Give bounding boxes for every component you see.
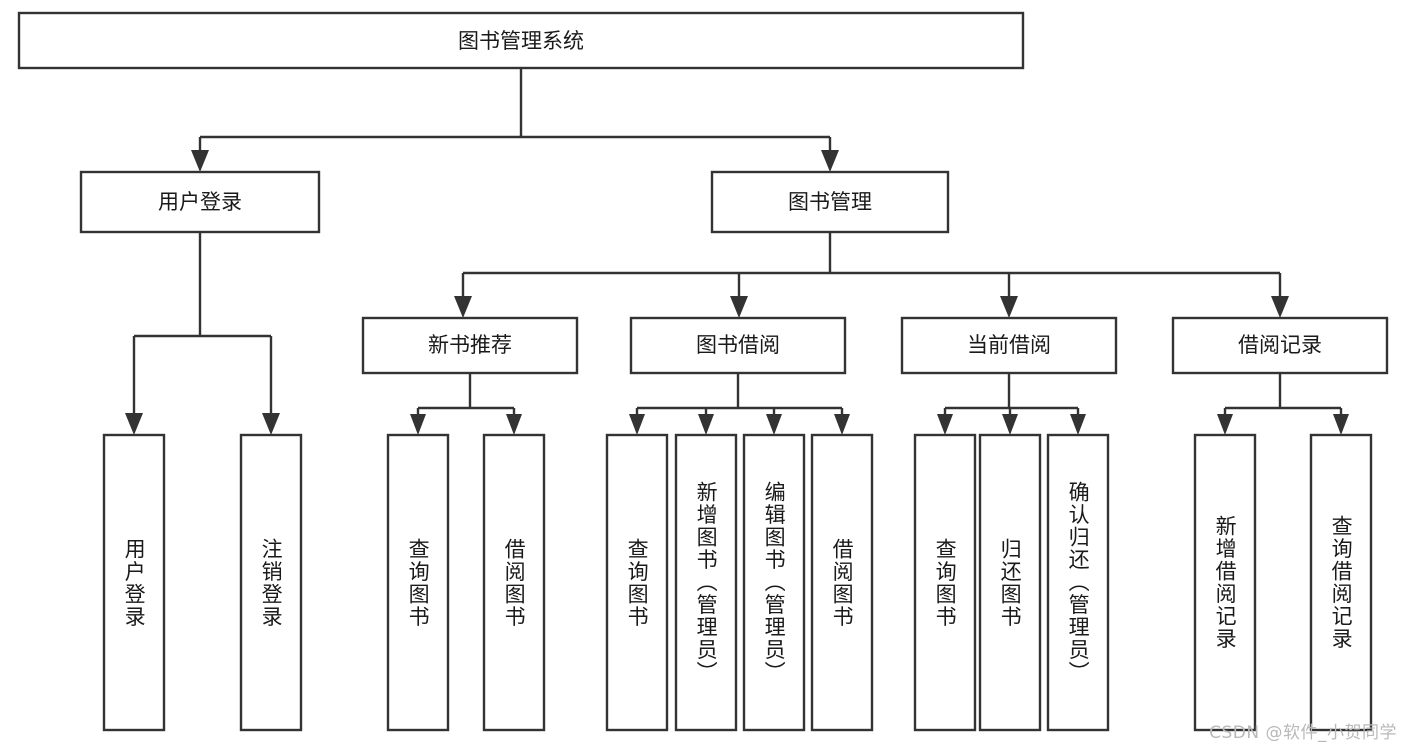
- node-layer: 图书管理系统 用户登录 图书管理 新书推荐 图书借阅 当前借阅 借阅记录: [17, 11, 1389, 732]
- connector-layer: [125, 68, 1349, 435]
- arrow-head-new-book-rec: [454, 296, 472, 318]
- arrow-head-cb-return: [1002, 414, 1018, 435]
- arrow-head-bb-edit: [766, 414, 782, 435]
- csdn-watermark: CSDN @软件_小贺同学: [1209, 723, 1397, 743]
- node-book-borrow-label: 图书借阅: [696, 333, 780, 357]
- arrow-head-user-login: [191, 150, 209, 172]
- leaf-cb-return-box[interactable]: [978, 433, 1042, 732]
- arrow-head-br-query: [1333, 414, 1349, 435]
- leaf-logout-box[interactable]: [239, 433, 303, 732]
- arrow-head-book-borrow: [730, 296, 748, 318]
- arrow-head-br-add: [1217, 414, 1233, 435]
- arrow-head-bb-query: [629, 414, 645, 435]
- leaf-br-add-box[interactable]: [1193, 433, 1257, 732]
- leaf-bb-edit-box[interactable]: [742, 433, 806, 732]
- node-root-label: 图书管理系统: [458, 29, 584, 53]
- node-borrow-record-label: 借阅记录: [1238, 333, 1322, 357]
- node-user-login-box[interactable]: [79, 170, 321, 234]
- leaf-rec-query-box[interactable]: [386, 433, 450, 732]
- node-new-book-rec-label: 新书推荐: [428, 333, 512, 357]
- leaf-bb-query-box[interactable]: [605, 433, 669, 732]
- arrow-head-current-borrow: [1000, 296, 1018, 318]
- leaf-bb-add-box[interactable]: [674, 433, 738, 732]
- leaf-user-login-box[interactable]: [102, 433, 166, 732]
- arrow-head-cb-confirm: [1070, 414, 1086, 435]
- arrow-head-bb-add: [698, 414, 714, 435]
- arrow-head-borrow-record: [1271, 296, 1289, 318]
- leaf-cb-query-box[interactable]: [913, 433, 977, 732]
- arrow-head-bb-borrow: [834, 414, 850, 435]
- arrow-head-leaf-logout: [262, 413, 280, 435]
- node-current-borrow-label: 当前借阅: [967, 333, 1051, 357]
- arrow-head-rec-borrow: [506, 414, 522, 435]
- leaf-bb-borrow-box[interactable]: [810, 433, 874, 732]
- node-root-box[interactable]: [17, 11, 1025, 70]
- leaf-rec-borrow-box[interactable]: [482, 433, 546, 732]
- arrow-head-book-manage: [821, 150, 839, 172]
- node-user-login-label: 用户登录: [158, 190, 242, 214]
- node-book-borrow-box[interactable]: [629, 316, 847, 375]
- node-book-manage-label: 图书管理: [788, 190, 872, 214]
- arrow-head-rec-query: [410, 414, 426, 435]
- node-borrow-record-box[interactable]: [1171, 316, 1389, 375]
- arrow-head-leaf-user-login: [125, 413, 143, 435]
- node-book-manage-box[interactable]: [710, 170, 950, 234]
- arrow-head-cb-query: [937, 414, 953, 435]
- leaf-cb-confirm-box[interactable]: [1046, 433, 1110, 732]
- leaf-br-query-box[interactable]: [1309, 433, 1373, 732]
- node-current-borrow-box[interactable]: [900, 316, 1118, 375]
- node-new-book-rec-box[interactable]: [361, 316, 579, 375]
